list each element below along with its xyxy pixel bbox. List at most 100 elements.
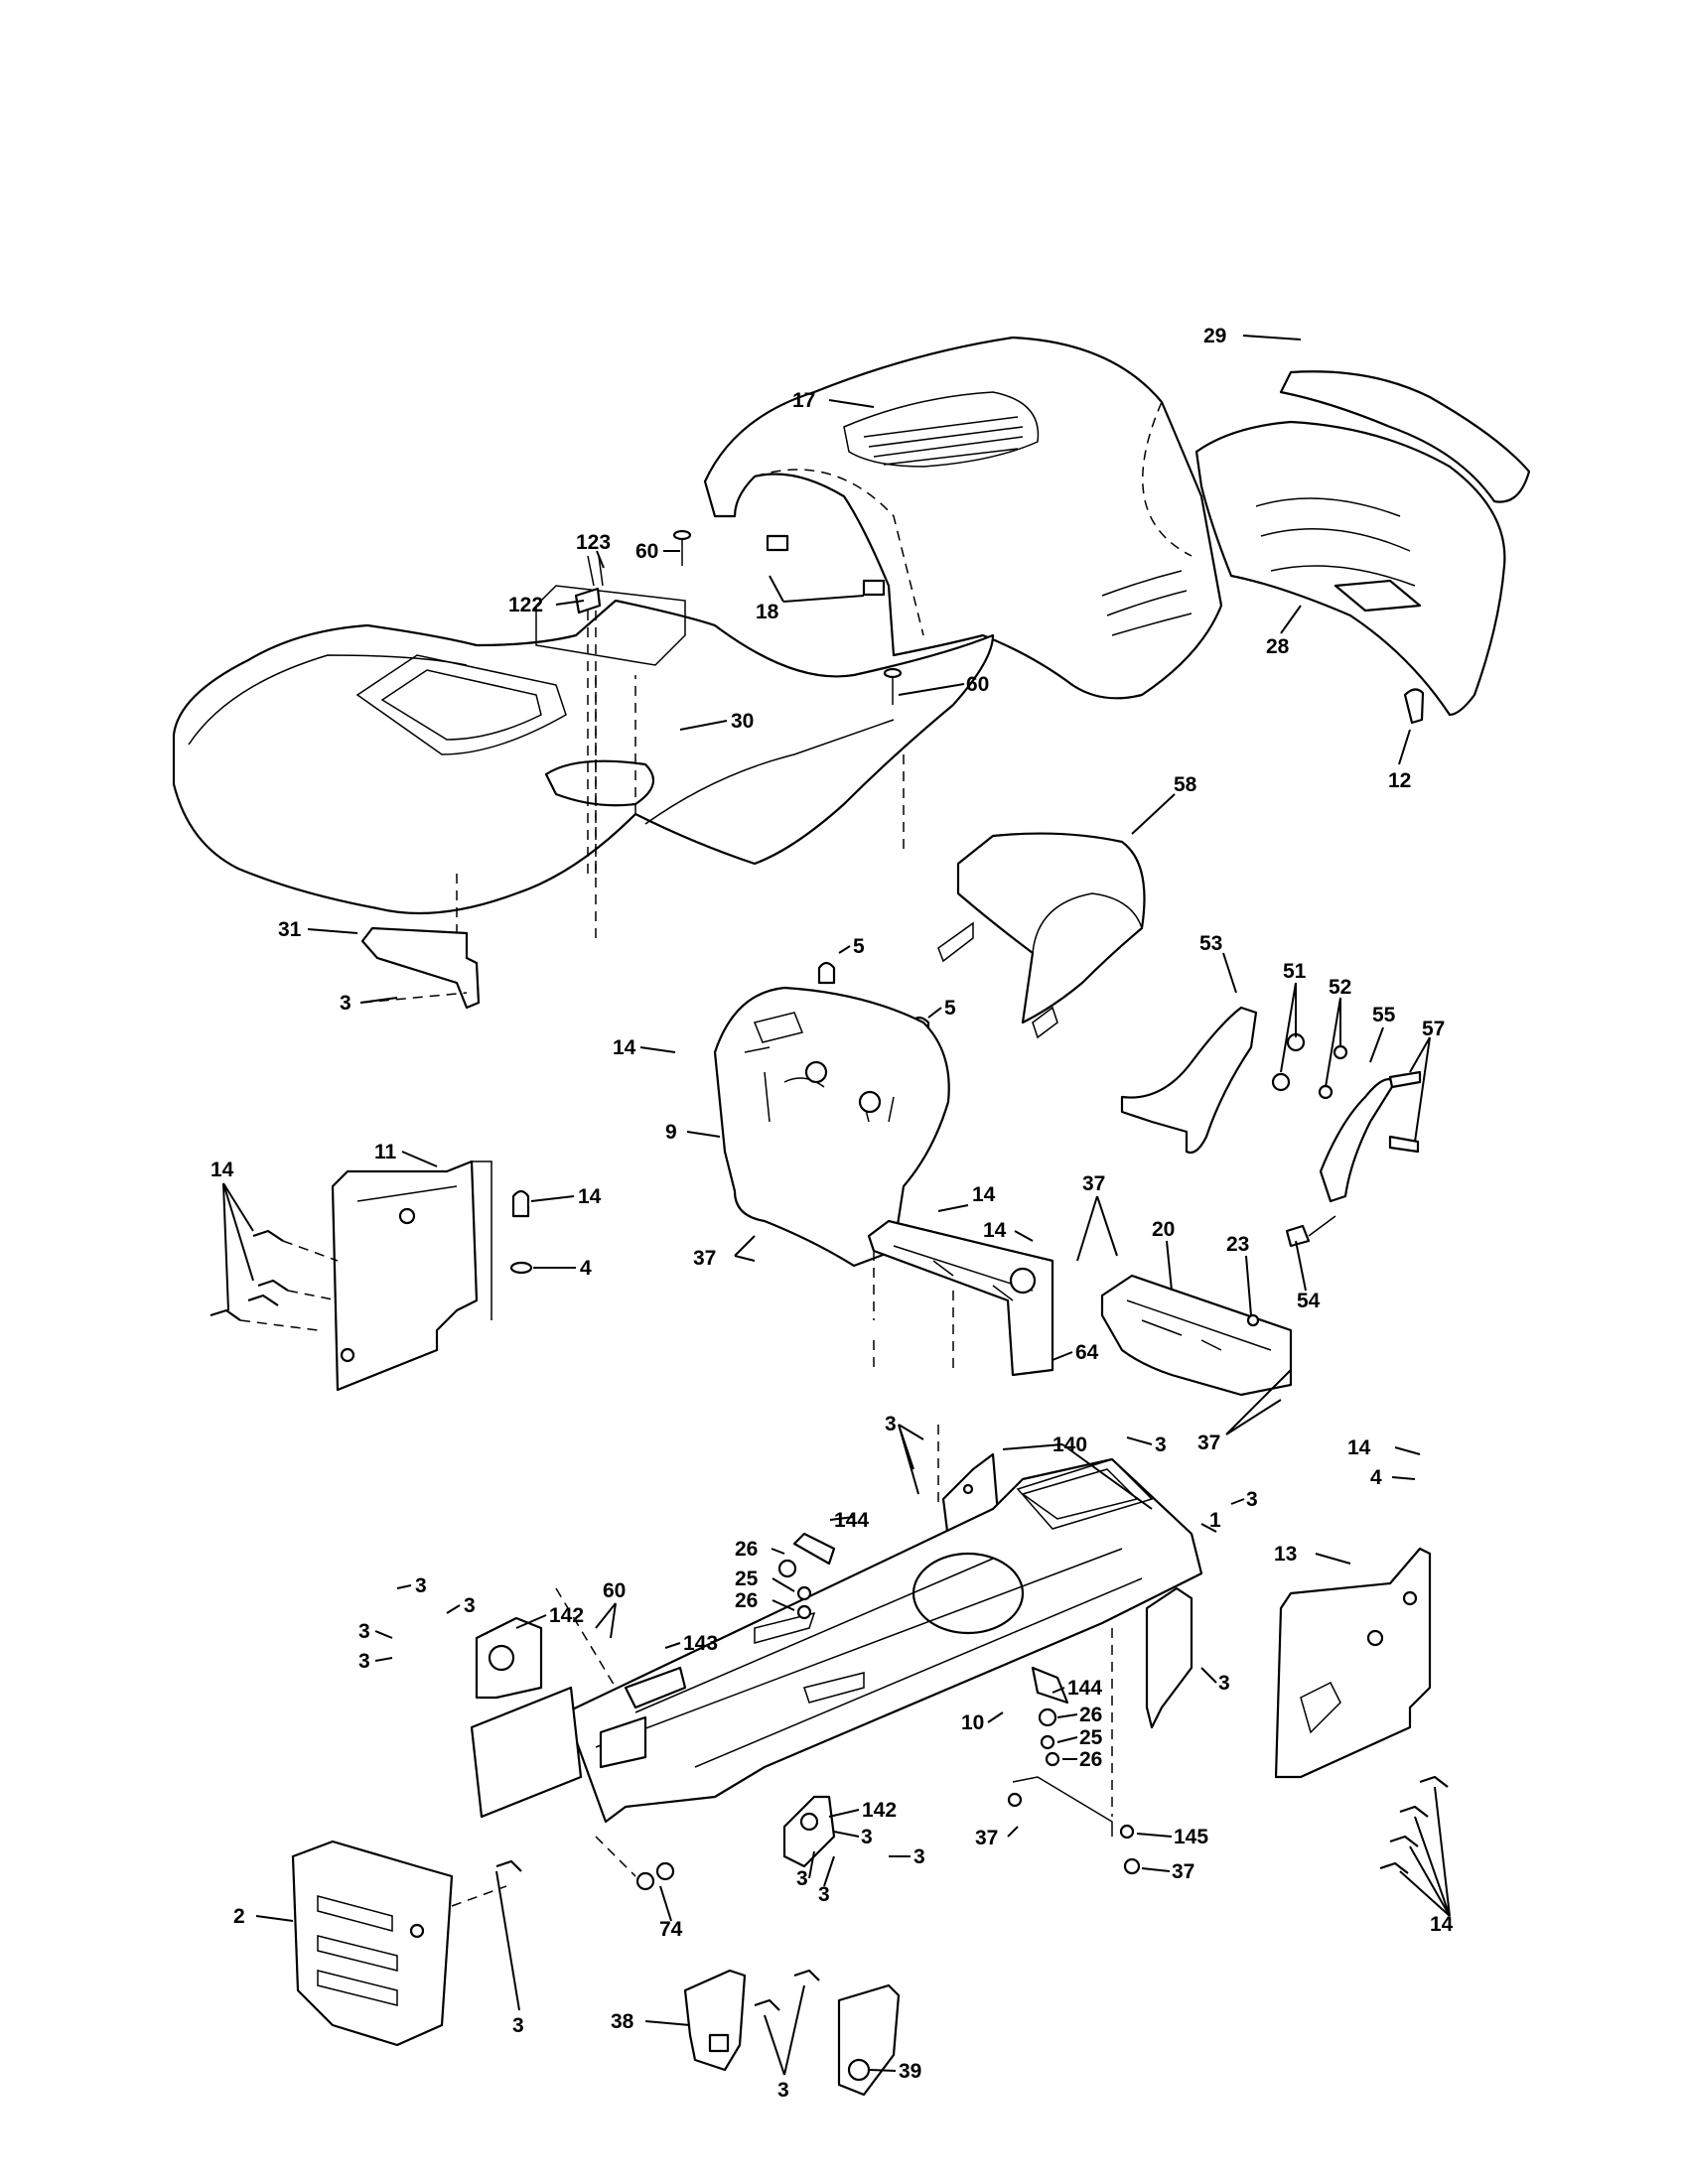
callout-10: 10: [961, 1711, 984, 1734]
callout-74: 74: [659, 1918, 683, 1941]
callout-5: 5: [853, 935, 865, 958]
callout-3: 3: [358, 1620, 370, 1643]
callout-14: 14: [210, 1159, 234, 1181]
callout-3: 3: [415, 1574, 427, 1597]
part-29-grille-top: [1279, 370, 1531, 503]
callout-39: 39: [899, 2060, 921, 2083]
part-11-side-panel: [331, 1160, 492, 1392]
callout-60: 60: [966, 673, 989, 696]
callout-4: 4: [1370, 1466, 1382, 1489]
callout-3: 3: [1246, 1488, 1258, 1511]
part-31-bracket: [360, 926, 481, 1010]
callout-145: 145: [1174, 1826, 1208, 1848]
part-9-dash-panel: [713, 986, 950, 1268]
part-64-bracket: [867, 1219, 1054, 1377]
callout-14: 14: [1347, 1436, 1371, 1459]
part-51-55-hardware: [1271, 1032, 1422, 1248]
callout-37: 37: [1082, 1172, 1105, 1195]
part-3-screws-bottom: [495, 1859, 820, 2011]
part-145-rod: [1007, 1776, 1141, 1875]
part-30-fender: [172, 585, 995, 953]
callout-25: 25: [735, 1568, 759, 1590]
callout-38: 38: [611, 2010, 634, 2033]
callout-13: 13: [1274, 1543, 1297, 1566]
callout-142: 142: [549, 1604, 584, 1627]
part-60-bolt-mid: [883, 667, 903, 705]
callout-37: 37: [1197, 1432, 1220, 1454]
part-14-bolts-left: [210, 1229, 339, 1331]
part-142-bracket-lower: [782, 1795, 836, 1868]
callout-12: 12: [1388, 769, 1411, 792]
callout-26: 26: [735, 1538, 758, 1561]
part-1-frame: [564, 1457, 1203, 1824]
callout-144: 144: [1067, 1677, 1102, 1700]
callout-60: 60: [603, 1579, 626, 1602]
part-12-latch: [1403, 688, 1425, 725]
callout-64: 64: [1075, 1341, 1099, 1364]
callout-60: 60: [635, 540, 658, 563]
callout-37: 37: [975, 1827, 998, 1849]
part-142-plate-left: [470, 1616, 647, 1819]
callout-26: 26: [1079, 1704, 1102, 1726]
callout-123: 123: [576, 531, 611, 554]
part-60-bolt-top: [672, 529, 692, 566]
callout-14: 14: [972, 1183, 996, 1206]
callout-17: 17: [792, 389, 815, 412]
part-13-side-panel: [1274, 1547, 1432, 1779]
part-58-belt-cover: [937, 832, 1146, 1039]
callout-31: 31: [278, 918, 302, 941]
part-144-brackets: [792, 1532, 1069, 1705]
callout-3: 3: [777, 2079, 789, 2102]
part-4-washer-14-bolt: [509, 1189, 533, 1275]
callout-4: 4: [580, 1257, 592, 1280]
callout-23: 23: [1226, 1233, 1249, 1256]
callout-58: 58: [1174, 773, 1197, 796]
callout-11: 11: [374, 1141, 397, 1163]
callout-26: 26: [1079, 1748, 1102, 1771]
callout-3: 3: [512, 2014, 524, 2037]
callout-14: 14: [983, 1219, 1007, 1242]
callout-51: 51: [1283, 960, 1307, 983]
part-38-bracket: [683, 1969, 747, 2072]
callout-5: 5: [944, 997, 956, 1020]
part-143-plate: [624, 1666, 687, 1709]
part-17-hood: [703, 336, 1223, 700]
callout-3: 3: [1218, 1672, 1230, 1695]
part-53-bracket: [1120, 1006, 1258, 1155]
callout-3: 3: [796, 1867, 808, 1890]
part-20-plate: [1100, 1274, 1293, 1397]
callout-37: 37: [1172, 1860, 1194, 1883]
callout-20: 20: [1152, 1218, 1175, 1241]
part-right-bracket: [1145, 1586, 1193, 1729]
callout-140: 140: [1052, 1433, 1087, 1456]
callout-3: 3: [861, 1826, 873, 1848]
callout-143: 143: [683, 1632, 718, 1655]
callout-37: 37: [693, 1247, 716, 1270]
callout-2: 2: [233, 1905, 245, 1928]
callout-54: 54: [1297, 1290, 1321, 1312]
callout-30: 30: [731, 710, 754, 733]
callout-3: 3: [340, 992, 351, 1015]
callout-1: 1: [1209, 1509, 1221, 1532]
callout-14: 14: [613, 1036, 636, 1059]
callout-25: 25: [1079, 1726, 1103, 1749]
callout-3: 3: [464, 1594, 476, 1617]
callout-26: 26: [735, 1589, 758, 1612]
part-74-nuts: [635, 1861, 675, 1891]
callout-9: 9: [665, 1121, 677, 1144]
part-122-bracket: [574, 555, 604, 874]
callout-3: 3: [358, 1650, 370, 1673]
callout-52: 52: [1329, 976, 1351, 999]
callout-18: 18: [756, 601, 779, 623]
callout-29: 29: [1203, 325, 1226, 347]
callout-142: 142: [862, 1799, 897, 1822]
callout-122: 122: [508, 594, 543, 616]
part-39-bracket: [837, 1983, 901, 2097]
callout-3: 3: [913, 1845, 925, 1868]
callout-3: 3: [885, 1413, 897, 1435]
callout-144: 144: [834, 1509, 869, 1532]
callout-3: 3: [1155, 1433, 1167, 1456]
callout-55: 55: [1372, 1004, 1396, 1026]
callout-53: 53: [1199, 932, 1222, 955]
